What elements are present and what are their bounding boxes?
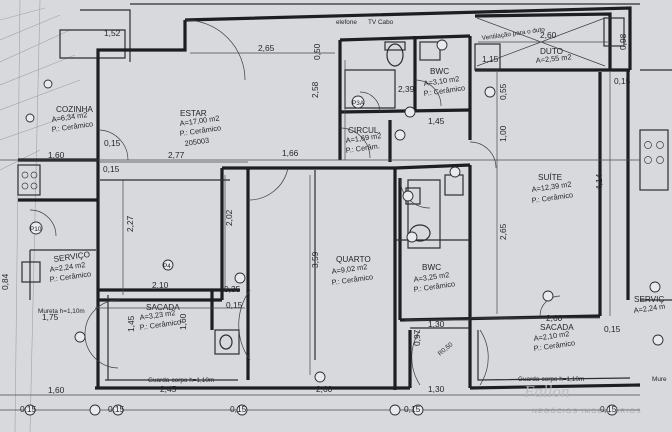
sacada1-name: SACADA: [146, 303, 180, 312]
suite-name: SUÍTE: [538, 172, 563, 182]
dim-115: 1,15: [482, 54, 499, 64]
dim-015-2: 0,15: [108, 404, 125, 414]
dim-359: 3,59: [310, 251, 320, 268]
quarto-name: QUARTO: [336, 255, 371, 264]
servico-right-name: SERVIÇ: [634, 295, 664, 304]
dim-084: 0,84: [0, 273, 10, 290]
dim-100: 1,00: [498, 125, 508, 142]
telefone-note: elefone: [336, 19, 357, 26]
room-servico: SERVIÇO A=2,24 m2 P.: Cerâmico: [49, 250, 92, 284]
dim-015-b: 0,15: [226, 300, 243, 310]
dim-258: 2,58: [310, 81, 320, 98]
duto-name: DUTO: [540, 47, 563, 56]
room-circul: CIRCUL. A=1,69 m2 P.: Cerâm.: [345, 126, 382, 155]
cozinha-name: COZINHA: [56, 105, 93, 114]
marker-p3a: P3A: [352, 100, 365, 107]
dim-015-7: 0,15: [604, 324, 621, 334]
dim-130-mid: 1,30: [428, 319, 445, 329]
dim-260-mid: 2,60: [546, 313, 563, 323]
dim-265: 2,65: [258, 43, 275, 53]
dim-015-6: 0,15: [103, 164, 120, 174]
dim-145-v: 1,45: [126, 315, 136, 332]
dim-015-5: 0,15: [600, 404, 617, 414]
watermark-sub: NEGÓCIOS IMOBILIÁRIOS: [532, 406, 642, 415]
dim-097: 0,97: [412, 329, 422, 346]
marker-p10: P10: [30, 226, 42, 233]
dim-035: 0,35: [224, 284, 241, 294]
dim-015-1: 0,15: [20, 404, 37, 414]
estar-name: ESTAR: [180, 109, 207, 118]
dim-130-bottom: 1,30: [428, 384, 445, 394]
door-swings: [29, 19, 561, 386]
dim-152: 1,52: [104, 28, 121, 38]
estar-code: 205003: [184, 136, 210, 148]
dimension-lines: [0, 41, 640, 411]
dim-160-bottom: 1,60: [48, 385, 65, 395]
circul-name: CIRCUL.: [348, 126, 381, 135]
dim-265-v: 2,65: [498, 223, 508, 240]
exterior-walls: [18, 6, 641, 390]
dim-055: 0,55: [498, 83, 508, 100]
dim-260-bottom: 2,60: [316, 384, 333, 394]
room-duto: DUTO A=2,55 m2: [535, 47, 572, 65]
dim-227: 2,27: [125, 215, 135, 232]
dim-414: 4,14: [594, 173, 604, 190]
dim-015-3: 0,15: [230, 404, 247, 414]
interior-walls: [98, 12, 630, 390]
dim-145-top: 1,45: [428, 116, 445, 126]
mureta-note: Mureta h=1,10m: [38, 308, 85, 315]
dim-050-a: 0,50: [312, 43, 322, 60]
bwc1-name: BWC: [430, 67, 449, 76]
marker-p4: P4: [163, 263, 171, 270]
dim-160-v: 1,60: [178, 313, 188, 330]
dim-160-left: 1,60: [48, 150, 65, 160]
bwc2-name: BWC: [422, 263, 441, 272]
dim-277: 2,77: [168, 150, 185, 160]
dim-210: 2,10: [152, 280, 169, 290]
room-servico-right: SERVIÇ A=2,24 m: [633, 295, 666, 315]
section-markers: [24, 39, 664, 416]
duto-area: A=2,55 m2: [535, 52, 572, 65]
dim-015-top: 0,15: [614, 76, 631, 86]
tv-cabo-note: TV Cabo: [368, 19, 394, 26]
sacada2-name: SACADA: [540, 323, 574, 332]
servico-right-area: A=2,24 m: [633, 302, 666, 315]
dim-239: 2,39: [398, 84, 415, 94]
dim-015-4: 0,15: [404, 404, 421, 414]
mureta-right-note: Mure: [652, 376, 667, 383]
dim-015-a: 0,15: [104, 138, 121, 148]
dim-202: 2,02: [224, 209, 234, 226]
dim-175: 1,75: [42, 312, 59, 322]
watermark: Fallon NEGÓCIOS IMOBILIÁRIOS: [523, 382, 642, 415]
dim-166: 1,66: [282, 148, 299, 158]
guarda-corpo-right-note: Guarda-corpo h=1,10m: [518, 376, 584, 383]
dim-260-top: 2,60: [540, 30, 557, 40]
dim-098: 0,98: [618, 33, 628, 50]
guarda-corpo-left-note: Guarda-corpo h=1,10m: [148, 377, 214, 384]
dim-245: 2,45: [160, 384, 177, 394]
left-neighbour-hatching: [0, 0, 131, 432]
watermark-brand: Fallon: [523, 382, 569, 401]
dimension-labels: 2,65 2,60 2,39 0,50 1,45 1,60 0,15 2,77 …: [0, 28, 631, 414]
